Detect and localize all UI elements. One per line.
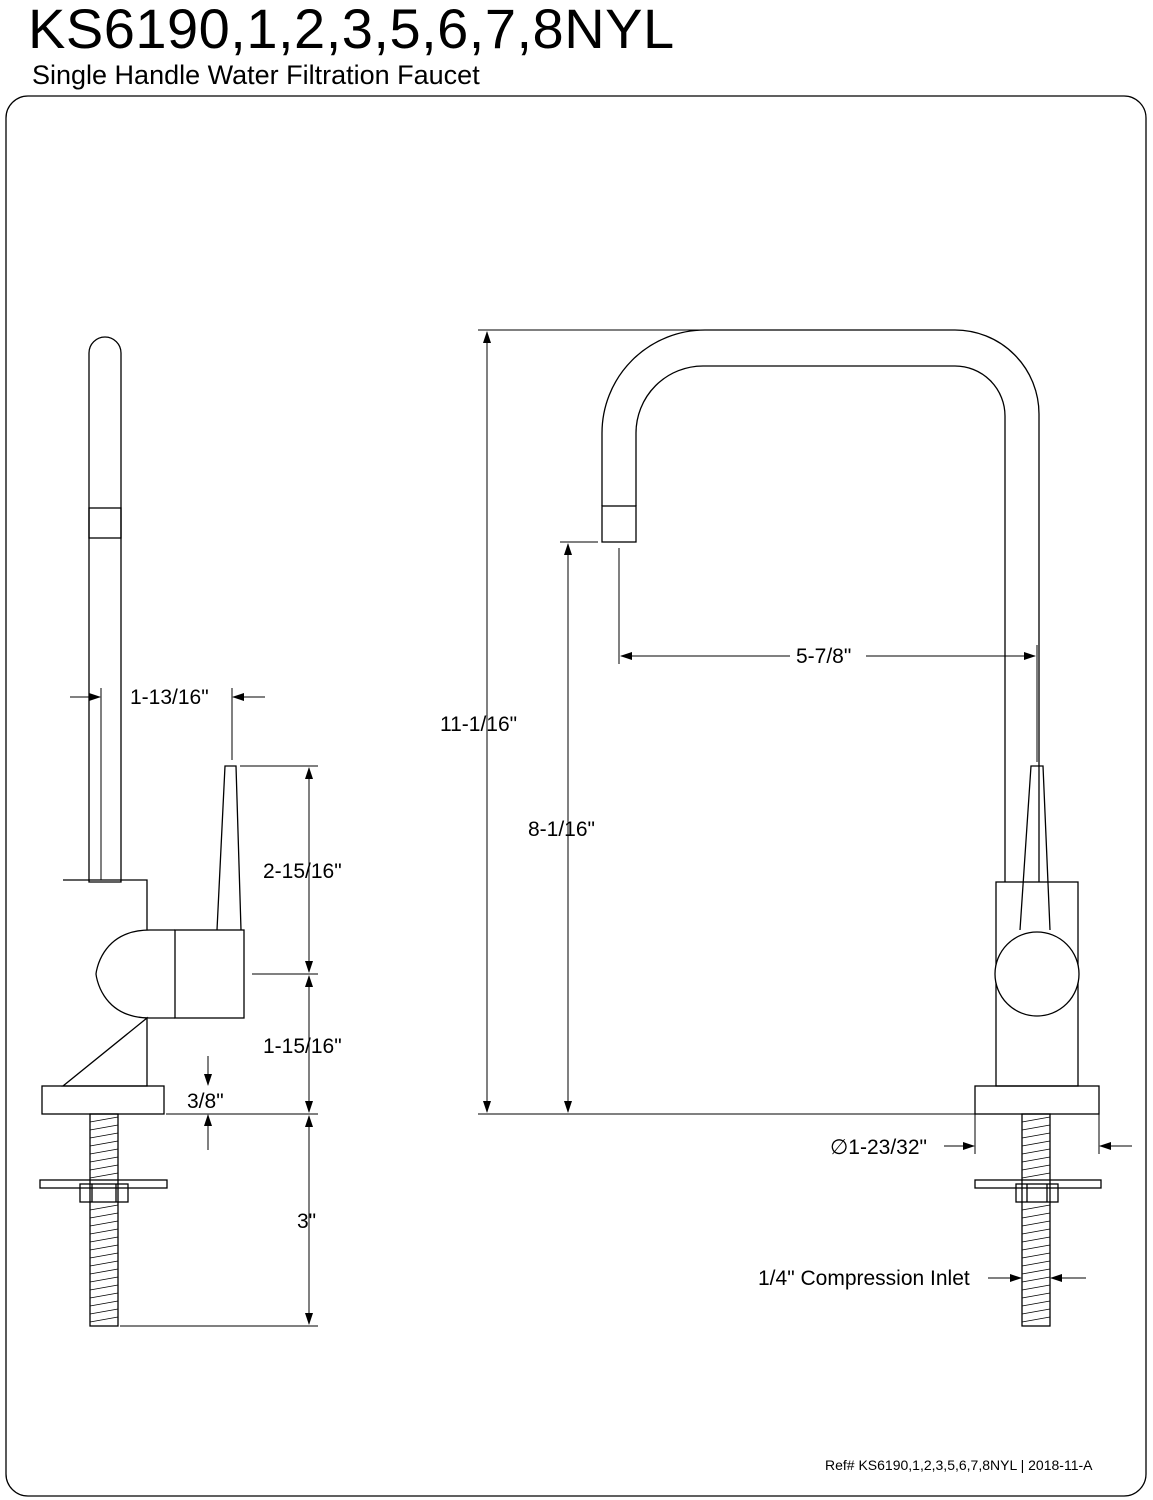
product-subtitle: Single Handle Water Filtration Faucet <box>32 60 480 90</box>
drawing-border <box>5 95 1147 1497</box>
front-washer <box>974 1179 1102 1189</box>
front-shank-threads <box>1021 1116 1051 1323</box>
side-handle-cap <box>174 929 245 1019</box>
side-shank <box>89 1113 119 1327</box>
dim-handle-offset: 1-13/16" <box>130 686 209 709</box>
label-compression-inlet: 1/4" Compression Inlet <box>758 1267 970 1290</box>
front-view-faucet <box>601 329 1102 1327</box>
front-handle-disk <box>994 931 1080 1017</box>
model-title: KS6190,1,2,3,5,6,7,8NYL <box>28 0 675 60</box>
side-view-faucet <box>39 336 245 1327</box>
front-spout <box>601 329 1040 768</box>
side-spout-ring <box>88 507 122 539</box>
side-base <box>41 1085 165 1115</box>
front-shank <box>1021 1113 1051 1327</box>
dim-base-diameter: ∅1-23/32" <box>830 1136 927 1159</box>
dim-body-to-handle: 1-15/16" <box>263 1035 342 1058</box>
side-nut <box>79 1183 129 1203</box>
dim-spout-reach: 5-7/8" <box>796 645 851 668</box>
dim-handle-height: 2-15/16" <box>263 860 342 883</box>
side-shank-threads <box>89 1116 119 1323</box>
dim-overall-height: 11-1/16" <box>440 713 517 736</box>
front-handle-lever <box>1019 765 1051 931</box>
side-body <box>61 879 148 1087</box>
side-handle-lever <box>216 765 242 931</box>
dim-shank-length: 3" <box>297 1210 316 1233</box>
dim-spout-height: 8-1/16" <box>528 818 595 841</box>
front-view-dimensions <box>478 329 1132 1282</box>
side-view-dimensions <box>70 688 318 1327</box>
side-spout-tube <box>88 336 122 883</box>
side-handle-dome <box>95 929 175 1019</box>
reference-note: Ref# KS6190,1,2,3,5,6,7,8NYL | 2018-11-A <box>825 1457 1093 1473</box>
dim-base-thickness: 3/8" <box>187 1090 224 1113</box>
front-base <box>974 1085 1100 1115</box>
front-nut <box>1015 1183 1059 1203</box>
side-washer <box>39 1179 168 1189</box>
front-spout-tip <box>601 505 637 543</box>
